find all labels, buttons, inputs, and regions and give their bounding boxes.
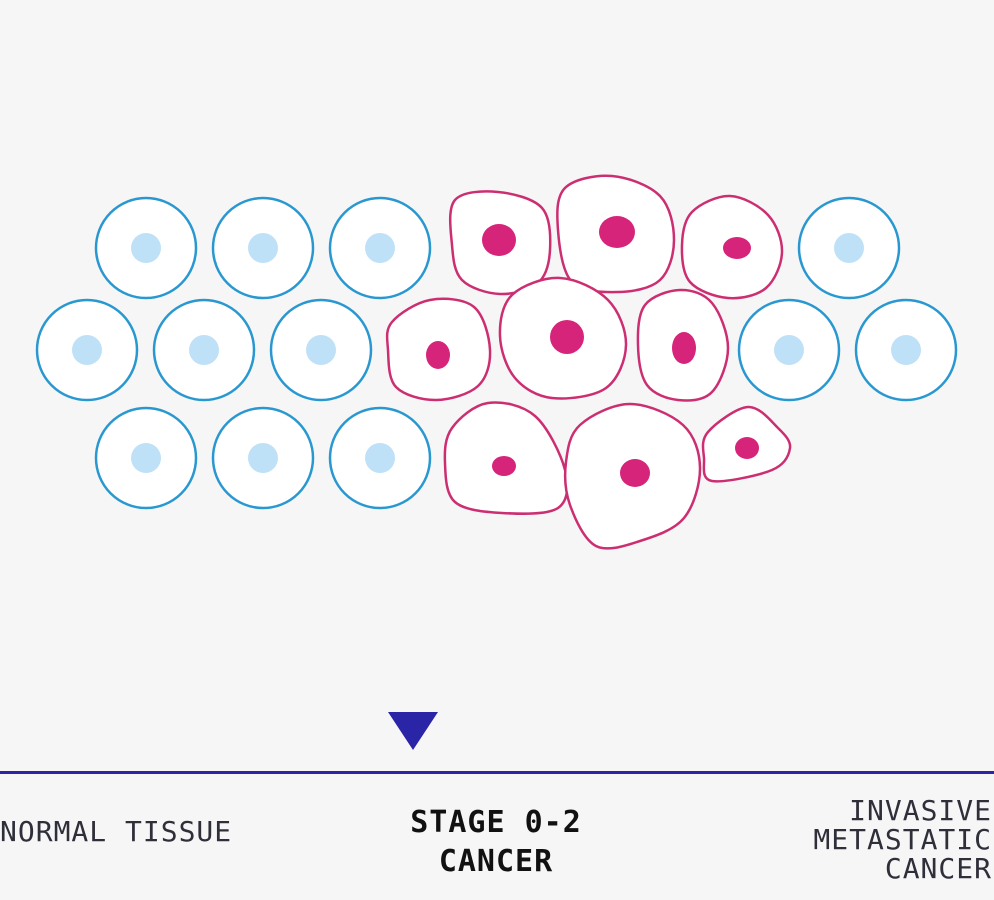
normal-cell bbox=[854, 298, 958, 402]
normal-cell bbox=[737, 298, 841, 402]
cancer-cell-nucleus bbox=[735, 437, 759, 459]
down-triangle-icon bbox=[388, 712, 438, 750]
normal-cell-nucleus bbox=[131, 443, 161, 473]
stage-label-line: METASTATIC bbox=[813, 823, 992, 856]
normal-cell bbox=[797, 196, 901, 300]
normal-cell bbox=[328, 196, 432, 300]
normal-cell bbox=[152, 298, 256, 402]
cancer-cell bbox=[443, 401, 569, 515]
normal-cell-nucleus bbox=[72, 335, 102, 365]
normal-cell bbox=[94, 196, 198, 300]
stage-label-line: STAGE 0-2 bbox=[410, 805, 582, 840]
cancer-cell-nucleus bbox=[620, 459, 650, 487]
normal-cell bbox=[94, 406, 198, 510]
normal-cell-nucleus bbox=[774, 335, 804, 365]
cancer-cell bbox=[385, 297, 492, 402]
normal-cell-nucleus bbox=[365, 233, 395, 263]
normal-cell-nucleus bbox=[131, 233, 161, 263]
cancer-cell-nucleus bbox=[672, 332, 696, 364]
normal-cell-nucleus bbox=[365, 443, 395, 473]
stage-label-line: INVASIVE bbox=[849, 794, 992, 827]
cancer-cell bbox=[636, 288, 730, 402]
cancer-cell-nucleus bbox=[492, 456, 516, 476]
normal-cell-nucleus bbox=[891, 335, 921, 365]
timeline-line bbox=[0, 771, 994, 774]
normal-cell bbox=[269, 298, 373, 402]
normal-cell bbox=[211, 406, 315, 510]
normal-cell bbox=[211, 196, 315, 300]
normal-cell bbox=[328, 406, 432, 510]
cancer-cell bbox=[556, 174, 676, 294]
cancer-cell-nucleus bbox=[550, 320, 584, 354]
stage-label-current-stage: STAGE 0-2 CANCER bbox=[380, 803, 612, 881]
cancer-cell-nucleus bbox=[482, 224, 516, 256]
cancer-cell bbox=[563, 402, 702, 550]
cancer-cell bbox=[680, 194, 784, 300]
cell-diagram bbox=[35, 174, 958, 550]
cancer-cell-nucleus bbox=[426, 341, 450, 369]
cancer-cell bbox=[448, 190, 552, 296]
normal-cell-nucleus bbox=[834, 233, 864, 263]
normal-cell-nucleus bbox=[189, 335, 219, 365]
normal-cell-nucleus bbox=[248, 443, 278, 473]
cancer-cell bbox=[701, 405, 792, 483]
stage-label-invasive-metastatic: INVASIVE METASTATIC CANCER bbox=[813, 796, 992, 883]
cancer-cell-nucleus bbox=[723, 237, 751, 259]
normal-cell bbox=[35, 298, 139, 402]
cancer-cell bbox=[498, 276, 628, 400]
stage-label-line: CANCER bbox=[438, 844, 554, 879]
normal-cell-nucleus bbox=[248, 233, 278, 263]
stage-label-line: CANCER bbox=[884, 852, 992, 885]
normal-cell-nucleus bbox=[306, 335, 336, 365]
stage-label-normal-tissue: NORMAL TISSUE bbox=[0, 815, 233, 848]
cancer-cell-nucleus bbox=[599, 216, 635, 248]
